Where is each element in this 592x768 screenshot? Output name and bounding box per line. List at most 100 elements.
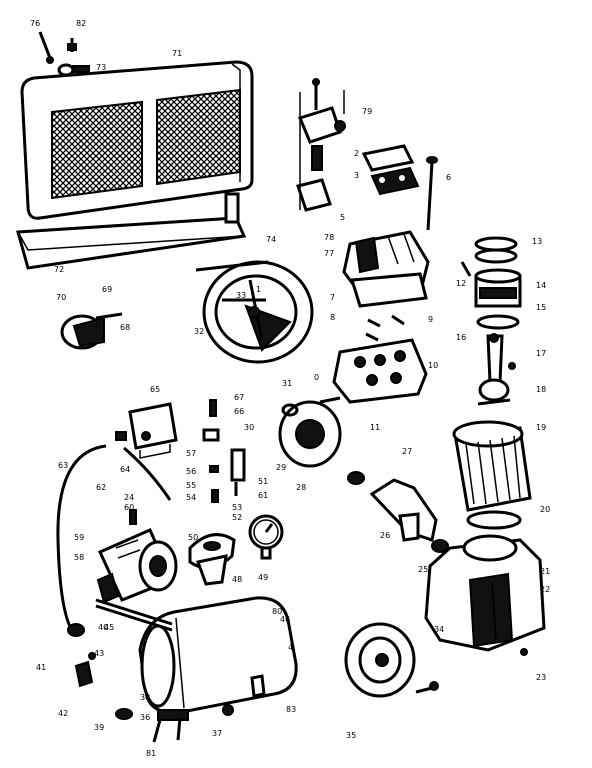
label-68: 68	[120, 323, 130, 332]
motor	[96, 509, 178, 604]
crankcase	[424, 534, 546, 656]
label-80: 80	[272, 607, 282, 616]
label-73: 73	[96, 63, 106, 72]
cylinder-head	[342, 230, 430, 308]
label-55: 55	[186, 481, 196, 490]
label-27: 27	[402, 447, 412, 456]
label-3: 3	[354, 171, 359, 180]
label-36: 36	[140, 713, 150, 722]
label-5: 5	[340, 213, 345, 222]
label-62: 62	[96, 483, 106, 492]
label-25: 25	[418, 565, 428, 574]
label-64: 64	[120, 465, 130, 474]
label-72: 72	[54, 265, 64, 274]
label-70: 70	[56, 293, 66, 302]
label-56: 56	[186, 467, 196, 476]
label-81: 81	[146, 749, 156, 758]
label-37: 37	[212, 729, 222, 738]
label-67: 67	[234, 393, 244, 402]
label-6: 6	[446, 173, 451, 182]
label-34: 34	[434, 625, 444, 634]
label-16: 16	[456, 333, 466, 342]
pressure-gauge	[248, 514, 284, 560]
drain-valve	[74, 652, 133, 720]
label-77: 77	[324, 249, 334, 258]
label-4: 4	[288, 643, 293, 652]
label-54: 54	[186, 493, 196, 502]
label-1: 1	[256, 285, 261, 294]
label-24: 24	[124, 493, 134, 502]
label-26: 26	[380, 531, 390, 540]
label-13: 13	[532, 237, 542, 246]
label-23: 23	[536, 673, 546, 682]
label-52: 52	[232, 513, 242, 522]
label-17: 17	[536, 349, 546, 358]
connecting-rod	[477, 333, 516, 406]
label-48: 48	[232, 575, 242, 584]
unloader-assembly	[296, 78, 346, 212]
label-83: 83	[286, 705, 296, 714]
label-14: 14	[536, 281, 546, 290]
label-9: 9	[428, 315, 433, 324]
top-left-fasteners	[38, 31, 90, 77]
air-tank	[138, 596, 298, 743]
label-19: 19	[536, 423, 546, 432]
label-35: 35	[346, 731, 356, 740]
tube	[95, 598, 173, 632]
label-76: 76	[30, 19, 40, 28]
label-59: 59	[74, 533, 84, 542]
label-8: 8	[330, 313, 335, 322]
cylinder	[452, 420, 532, 530]
fittings	[202, 399, 246, 503]
label-40: 40	[98, 623, 108, 632]
label-21: 21	[540, 567, 550, 576]
label-66: 66	[234, 407, 244, 416]
part-number-labels: 76 82 73 71 72 74 70 69 68 33 1 32 79 2 …	[30, 19, 550, 758]
label-43: 43	[94, 649, 104, 658]
label-69: 69	[102, 285, 112, 294]
label-12: 12	[456, 279, 466, 288]
label-39: 39	[94, 723, 104, 732]
head-bolt	[426, 156, 438, 231]
label-2: 2	[354, 149, 359, 158]
label-61: 61	[258, 491, 268, 500]
label-49: 49	[258, 573, 268, 582]
label-7: 7	[330, 293, 335, 302]
label-45: 45	[104, 623, 114, 632]
label-33: 33	[236, 291, 246, 300]
label-71: 71	[172, 49, 182, 58]
label-63: 63	[58, 461, 68, 470]
label-46: 46	[280, 615, 290, 624]
label-15: 15	[536, 303, 546, 312]
wheel	[344, 622, 439, 698]
valve-gaskets	[361, 144, 420, 196]
label-74: 74	[266, 235, 276, 244]
crankshaft	[347, 471, 449, 553]
label-78: 78	[324, 233, 334, 242]
check-valve	[188, 533, 236, 586]
label-32: 32	[194, 327, 204, 336]
power-cord	[56, 444, 172, 638]
label-53: 53	[232, 503, 242, 512]
label-38: 38	[140, 693, 150, 702]
label-28: 28	[296, 483, 306, 492]
label-51: 51	[258, 477, 268, 486]
label-42: 42	[58, 709, 68, 718]
label-29: 29	[276, 463, 286, 472]
label-30: 30	[244, 423, 254, 432]
flywheel	[195, 260, 314, 364]
label-22: 22	[540, 585, 550, 594]
label-65: 65	[150, 385, 160, 394]
belt-guard	[20, 60, 254, 220]
label-0: 0	[314, 373, 319, 382]
label-10: 10	[428, 361, 438, 370]
piston-rings	[474, 236, 518, 264]
label-31: 31	[282, 379, 292, 388]
label-82: 82	[76, 19, 86, 28]
label-18: 18	[536, 385, 546, 394]
valve-plate	[332, 314, 428, 404]
bearing-cover	[278, 396, 342, 468]
piston	[460, 261, 522, 330]
guard-bracket	[16, 192, 247, 270]
